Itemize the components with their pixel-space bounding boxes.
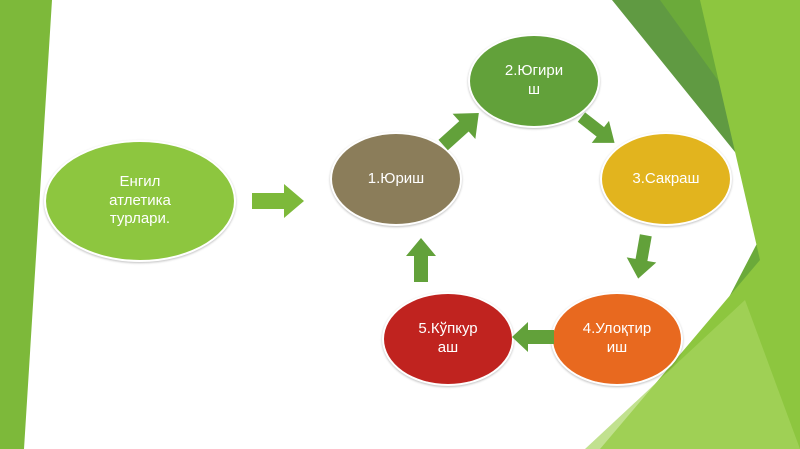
node-hurdle: 5.Кўпкур аш <box>382 292 514 386</box>
arrow-walk-to-run-icon <box>438 112 479 151</box>
main-node: Енгил атлетика турлари. <box>44 140 236 262</box>
node-throw: 4.Улоқтир иш <box>551 292 683 386</box>
node-throw-line1: 4.Улоқтир <box>582 320 652 338</box>
node-walk-label: 1.Юриш <box>367 169 425 187</box>
arrow-jump-to-throw-icon <box>626 234 657 279</box>
node-throw-line2: иш <box>606 339 628 356</box>
arrow-main-to-walk-icon <box>252 184 304 218</box>
main-node-line3: турлари. <box>109 210 171 228</box>
node-hurdle-line2: аш <box>437 339 459 356</box>
left-green-band <box>0 0 52 449</box>
main-node-line1: Енгил <box>119 172 161 190</box>
node-hurdle-line1: 5.Кўпкур <box>418 320 478 338</box>
node-run-line1: 2.Югири <box>504 62 564 80</box>
right-pale-green-band <box>585 300 800 449</box>
arrow-run-to-jump-icon <box>577 112 615 143</box>
node-jump: 3.Сакраш <box>600 132 732 226</box>
node-run-line2: ш <box>527 81 541 98</box>
node-jump-label: 3.Сакраш <box>632 169 700 187</box>
node-run: 2.Югири ш <box>468 34 600 128</box>
main-node-line2: атлетика <box>109 191 171 209</box>
arrow-throw-to-hurdle-icon <box>512 322 554 352</box>
node-walk: 1.Юриш <box>330 132 462 226</box>
arrow-hurdle-to-walk-icon <box>406 238 436 282</box>
